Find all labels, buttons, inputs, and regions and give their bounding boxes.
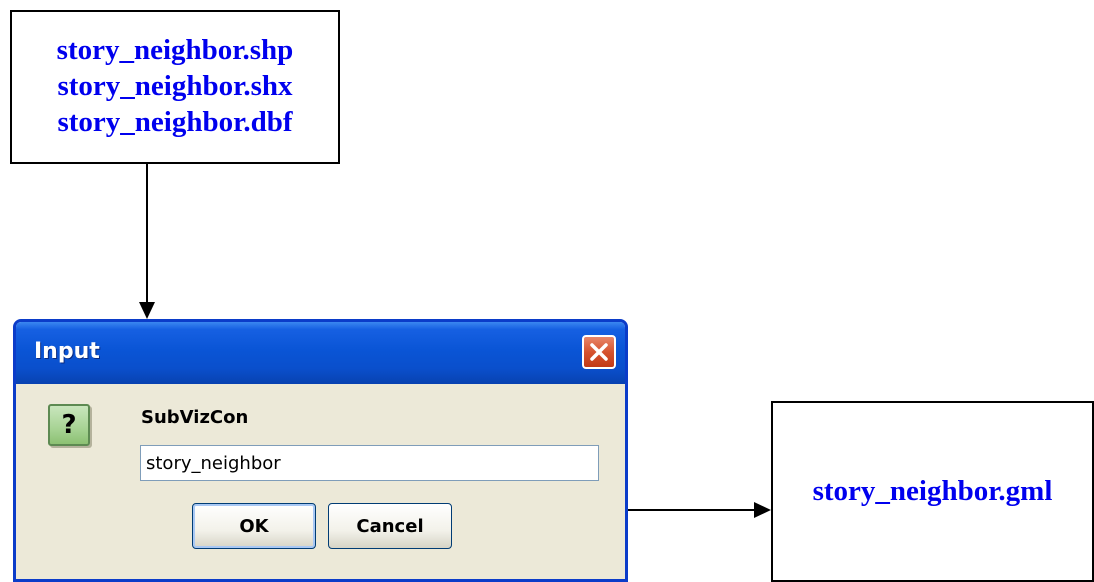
source-files-box: story_neighbor.shp story_neighbor.shx st… [10,10,340,164]
dialog-body: ? SubVizCon OK Cancel [16,384,625,579]
close-button[interactable] [582,335,616,369]
dialog-title: Input [34,339,100,364]
dialog-title-bar[interactable]: Input [16,322,625,384]
source-file-shx: story_neighbor.shx [57,70,293,102]
output-file-box: story_neighbor.gml [771,401,1094,582]
question-icon: ? [48,404,90,446]
prompt-label: SubVizCon [141,407,249,428]
output-file: story_neighbor.gml [812,475,1053,507]
input-dialog: Input ? SubVizCon OK Cancel [13,319,628,582]
arrow-right-head [754,502,771,518]
ok-button[interactable]: OK [192,503,316,549]
source-file-shp: story_neighbor.shp [56,34,294,66]
source-file-dbf: story_neighbor.dbf [57,106,293,138]
arrow-down-head [139,302,155,319]
close-icon [590,343,608,361]
name-input[interactable] [140,445,599,481]
cancel-button[interactable]: Cancel [328,503,452,549]
